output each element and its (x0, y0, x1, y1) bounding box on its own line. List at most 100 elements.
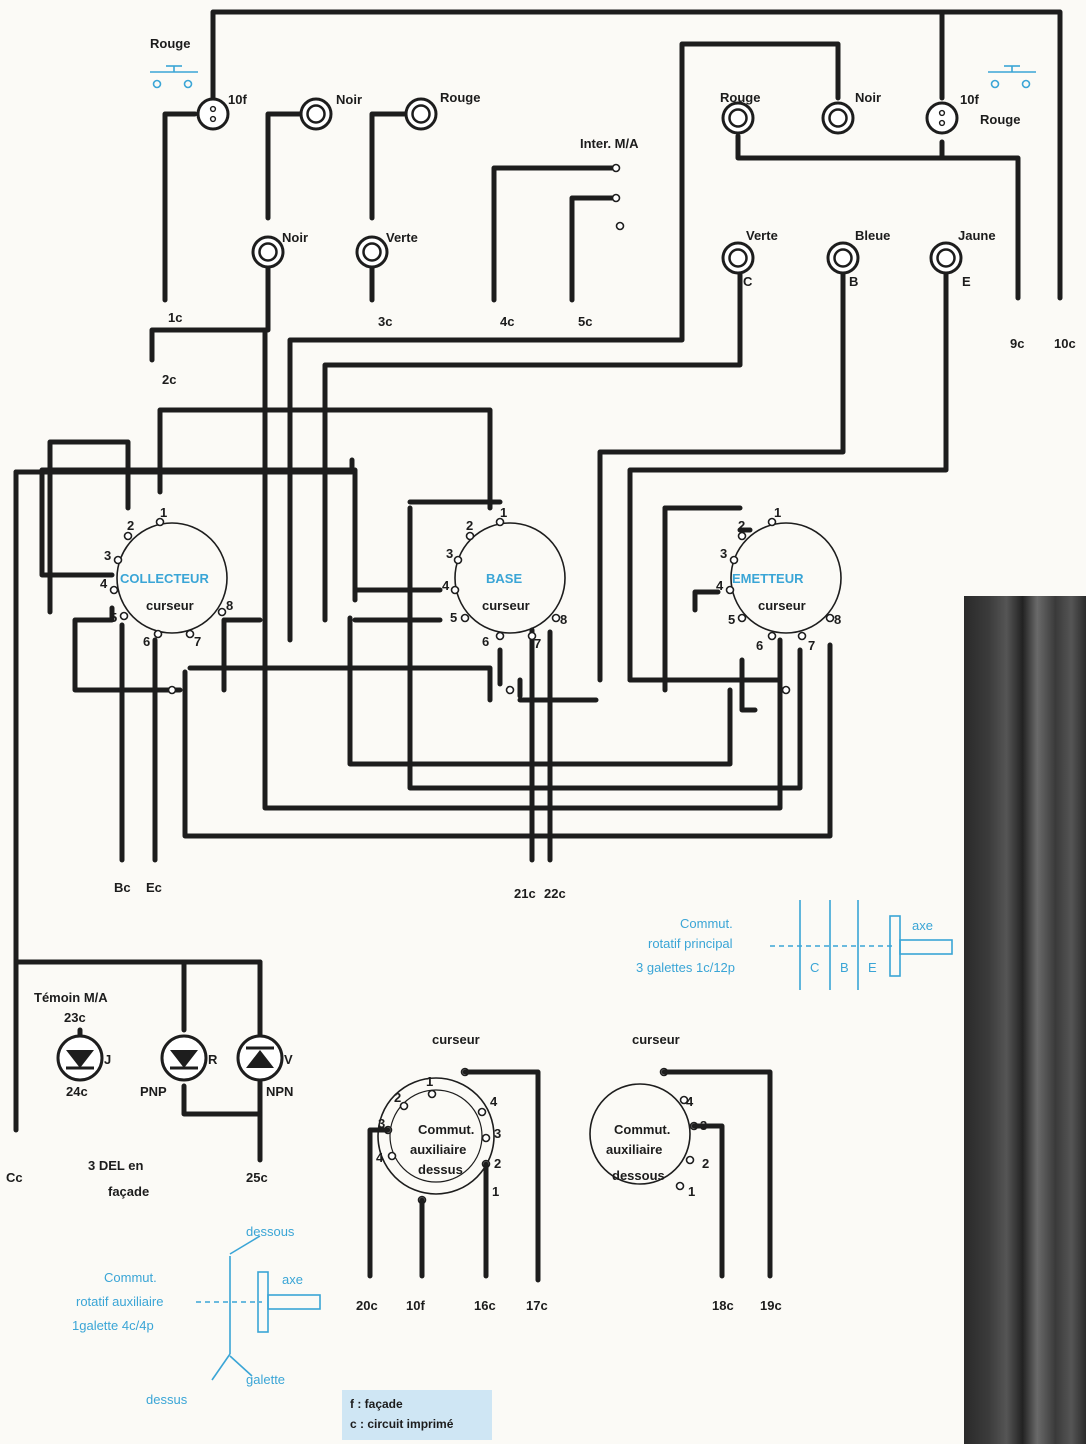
aux-dessus-name-3: dessus (418, 1162, 463, 1177)
key-facade: f : façade (350, 1397, 403, 1411)
terminal-18c: 18c (712, 1298, 734, 1313)
base-label: BASE (486, 571, 522, 586)
pin-6: 6 (756, 638, 763, 653)
label-10f-right: 10f (960, 92, 979, 107)
aux-pin-2b: 2 (494, 1156, 501, 1171)
terminal-cc: Cc (6, 1170, 23, 1185)
jack-rouge-right (721, 101, 755, 135)
aux-pin-3: 3 (378, 1116, 385, 1131)
legend-principal-1: Commut. (680, 916, 733, 931)
legend-aux-1: Commut. (104, 1270, 157, 1285)
legend-principal: Commut. rotatif principal 3 galettes 1c/… (636, 900, 953, 990)
terminal-ec: Ec (146, 880, 162, 895)
label-rouge-right: Rouge (720, 90, 760, 105)
led-j-icon (56, 1034, 104, 1082)
pin-6: 6 (482, 634, 489, 649)
label-verte-mid: Verte (386, 230, 418, 245)
pin-4: 4 (100, 576, 108, 591)
terminal-16c: 16c (474, 1298, 496, 1313)
label-jaune: Jaune (958, 228, 996, 243)
led-v-icon (236, 1034, 284, 1082)
pin-5: 5 (110, 610, 117, 625)
switch-base: BASE curseur 1 2 3 4 5 6 7 8 (442, 505, 567, 695)
pin-3: 3 (446, 546, 453, 561)
aux-pin-4: 4 (376, 1150, 384, 1165)
inter-ma-switch (611, 163, 625, 231)
terminal-9c: 9c (1010, 336, 1024, 351)
legend-aux-dessus: dessus (146, 1392, 188, 1407)
aux2-pin-3: 3 (700, 1118, 707, 1133)
pin-2: 2 (738, 518, 745, 533)
emetteur-label: EMETTEUR (732, 571, 804, 586)
jack-10f-right (925, 101, 959, 135)
led-r-icon (160, 1034, 208, 1082)
label-noir-top: Noir (336, 92, 362, 107)
pin-3: 3 (720, 546, 727, 561)
pin-8: 8 (834, 612, 841, 627)
legend-principal-b: B (840, 960, 849, 975)
aux-switch-dessus: curseur Commut. auxiliaire dessus 1 2 3 … (367, 1032, 541, 1283)
key-circuit: c : circuit imprimé (350, 1417, 454, 1431)
terminal-10f: 10f (406, 1298, 425, 1313)
terminal-4c: 4c (500, 314, 514, 329)
pushbutton-right-icon (988, 65, 1036, 89)
aux-dessous-name-3: dessous (612, 1168, 665, 1183)
label-rouge-top: Rouge (440, 90, 480, 105)
switch-emetteur: EMETTEUR curseur 1 2 3 4 5 6 7 8 (716, 505, 842, 695)
label-e: E (962, 274, 971, 289)
pin-3: 3 (104, 548, 111, 563)
switch-collecteur: COLLECTEUR curseur 1 2 3 4 5 6 7 8 (100, 505, 233, 695)
jack-noir-top (299, 97, 333, 131)
label-c: C (743, 274, 753, 289)
jack-noir-mid (251, 235, 285, 269)
led-caption-2: façade (108, 1184, 149, 1199)
pin-2: 2 (127, 518, 134, 533)
led-caption-1: 3 DEL en (88, 1158, 143, 1173)
abbreviation-key: f : façade c : circuit imprimé (342, 1390, 492, 1440)
label-bleue: Bleue (855, 228, 890, 243)
label-rouge-left: Rouge (150, 36, 190, 51)
aux-pin-1: 1 (426, 1074, 433, 1089)
jack-10f-left (196, 97, 230, 131)
legend-aux-2: rotatif auxiliaire (76, 1294, 163, 1309)
label-rouge-right-2: Rouge (980, 112, 1020, 127)
jack-rouge-top (404, 97, 438, 131)
jack-noir-right (821, 101, 855, 135)
label-noir-right: Noir (855, 90, 881, 105)
jack-verte-mid (355, 235, 389, 269)
pin-4: 4 (716, 578, 724, 593)
aux-pin-3b: 3 (494, 1126, 501, 1141)
aux-dessus-curseur-label: curseur (432, 1032, 480, 1047)
pin-1: 1 (500, 505, 507, 520)
label-led-r: R (208, 1052, 218, 1067)
circuit-photo (964, 596, 1086, 1444)
pin-6: 6 (143, 634, 150, 649)
pin-7: 7 (534, 636, 541, 651)
aux-pin-1b: 1 (492, 1184, 499, 1199)
terminal-17c: 17c (526, 1298, 548, 1313)
terminal-23c: 23c (64, 1010, 86, 1025)
aux2-pin-1: 1 (688, 1184, 695, 1199)
terminal-bc: Bc (114, 880, 131, 895)
terminal-22c: 22c (544, 886, 566, 901)
pin-4: 4 (442, 578, 450, 593)
pin-7: 7 (194, 634, 201, 649)
label-npn: NPN (266, 1084, 293, 1099)
jack-bleue-b (826, 241, 860, 275)
aux-switch-dessous: curseur Commut. auxiliaire dessous 4 3 2… (589, 1032, 773, 1279)
aux-dessus-name-2: auxiliaire (410, 1142, 466, 1157)
label-inter-ma: Inter. M/A (580, 136, 639, 151)
label-temoin-ma: Témoin M/A (34, 990, 108, 1005)
pin-8: 8 (226, 598, 233, 613)
pin-2: 2 (466, 518, 473, 533)
terminal-10c: 10c (1054, 336, 1076, 351)
terminal-1c: 1c (168, 310, 182, 325)
collecteur-label: COLLECTEUR (120, 571, 209, 586)
legend-principal-e: E (868, 960, 877, 975)
aux-dessous-name-1: Commut. (614, 1122, 670, 1137)
label-pnp: PNP (140, 1084, 167, 1099)
emetteur-curseur-label: curseur (758, 598, 806, 613)
pin-7: 7 (808, 638, 815, 653)
aux-dessous-curseur-label: curseur (632, 1032, 680, 1047)
legend-aux-3: 1galette 4c/4p (72, 1318, 154, 1333)
